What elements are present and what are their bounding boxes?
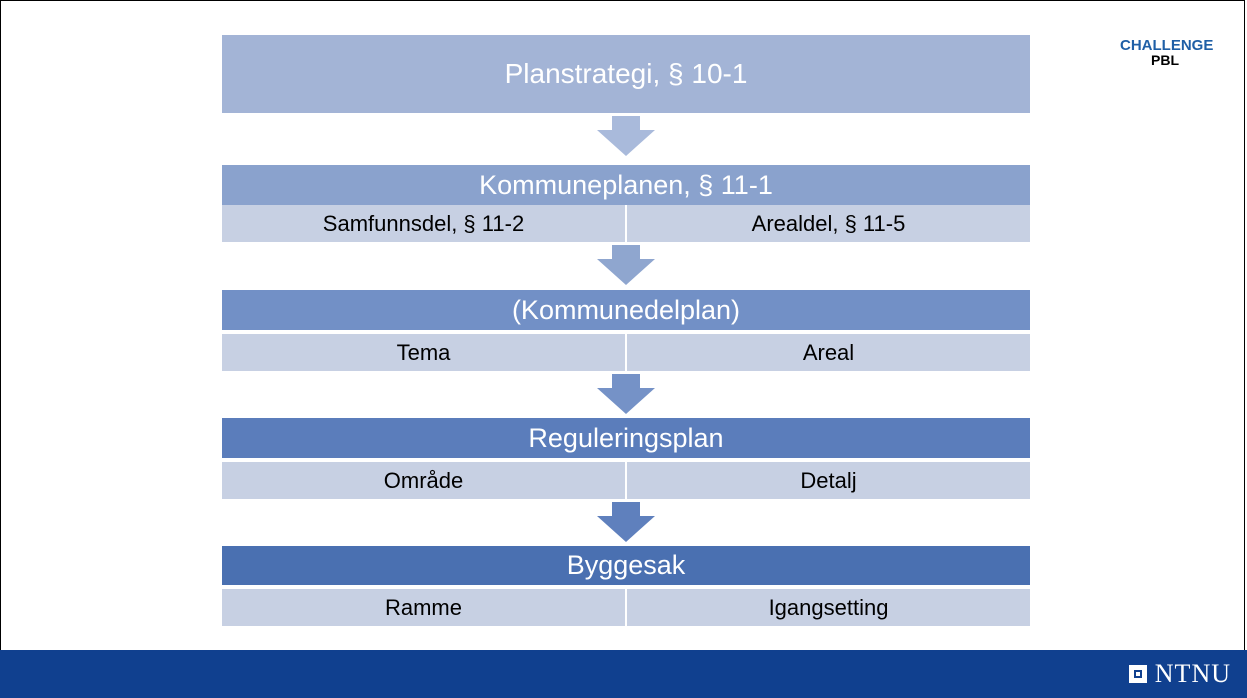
byggesak-header: Byggesak bbox=[222, 546, 1030, 585]
ramme-label: Ramme bbox=[384, 594, 462, 620]
kommuneplan-title: Kommuneplanen, § 11-1 bbox=[479, 169, 773, 200]
ntnu-logo-icon bbox=[1128, 665, 1147, 683]
arealdel-label: Arealdel, § 11-5 bbox=[751, 210, 906, 236]
kommuneplan-header: Kommuneplanen, § 11-1 bbox=[222, 165, 1030, 205]
kommunedelplan-title: (Kommunedelplan) bbox=[511, 294, 741, 325]
challenge-pbl-badge: CHALLENGE PBL bbox=[1120, 37, 1214, 68]
regulering-title: Reguleringsplan bbox=[528, 422, 724, 453]
detalj-label: Detalj bbox=[800, 467, 857, 493]
arrow-down-icon bbox=[597, 116, 655, 156]
arrow-down-icon bbox=[597, 245, 655, 285]
byggesak-right-cell: Igangsetting bbox=[627, 589, 1030, 626]
arrow-down-icon bbox=[597, 374, 655, 414]
omrade-label: Område bbox=[383, 467, 464, 493]
arrow-down-icon bbox=[597, 502, 655, 542]
kommuneplan-left-cell: Samfunnsdel, § 11-2 bbox=[222, 205, 625, 242]
ntnu-logo-text: NTNU bbox=[1154, 659, 1231, 688]
regulering-left-cell: Område bbox=[222, 462, 625, 499]
kommunedelplan-right-cell: Areal bbox=[627, 334, 1030, 371]
kommuneplan-right-cell: Arealdel, § 11-5 bbox=[627, 205, 1030, 242]
regulering-right-cell: Detalj bbox=[627, 462, 1030, 499]
kommunedelplan-left-cell: Tema bbox=[222, 334, 625, 371]
slide-frame bbox=[0, 0, 1245, 650]
samfunnsdel-label: Samfunnsdel, § 11-2 bbox=[322, 210, 525, 236]
planstrategi-label: Planstrategi, § 10-1 bbox=[504, 58, 748, 89]
regulering-header: Reguleringsplan bbox=[222, 418, 1030, 458]
areal-label: Areal bbox=[802, 339, 855, 365]
challenge-label: CHALLENGE bbox=[1120, 37, 1214, 54]
planstrategi-box: Planstrategi, § 10-1 bbox=[222, 35, 1030, 113]
igangsetting-label: Igangsetting bbox=[768, 594, 889, 620]
pbl-label: PBL bbox=[1151, 52, 1179, 68]
kommunedelplan-header: (Kommunedelplan) bbox=[222, 290, 1030, 330]
byggesak-title: Byggesak bbox=[566, 550, 686, 580]
tema-label: Tema bbox=[396, 339, 451, 365]
ntnu-logo: NTNU bbox=[1128, 659, 1231, 688]
byggesak-left-cell: Ramme bbox=[222, 589, 625, 626]
footer-bar: NTNU bbox=[0, 650, 1247, 698]
